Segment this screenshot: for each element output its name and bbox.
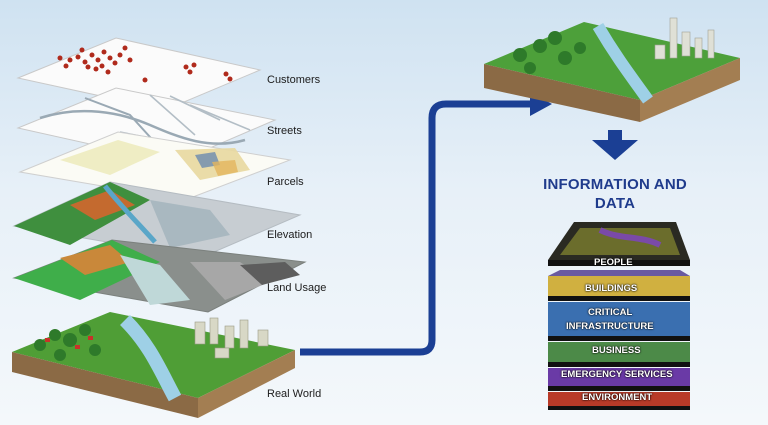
layer-label-land-usage: Land Usage <box>267 282 327 294</box>
elevation-layer <box>12 181 302 259</box>
stack-label-people: PEOPLE <box>594 257 633 268</box>
data-stack <box>548 222 690 410</box>
flow-arrow-icon <box>300 100 530 356</box>
stack-label-buildings: BUILDINGS <box>585 283 638 294</box>
customer-points <box>57 45 233 83</box>
stack-label-environment: ENVIRONMENT <box>582 392 653 403</box>
layer-label-customers: Customers <box>267 74 321 86</box>
stack-label-infrastructure: INFRASTRUCTURE <box>566 321 654 332</box>
layer-label-streets: Streets <box>267 125 302 137</box>
customers-layer <box>16 37 262 111</box>
down-arrow-icon <box>592 130 638 160</box>
stack-label-business: BUSINESS <box>592 345 641 356</box>
layer-label-parcels: Parcels <box>267 176 304 188</box>
layer-label-elevation: Elevation <box>267 229 313 241</box>
heading-line-1: INFORMATION AND <box>543 176 687 193</box>
top-block <box>484 17 740 122</box>
heading-line-2: DATA <box>594 195 636 212</box>
real-world-block <box>12 312 295 418</box>
stack-label-emergency-services: EMERGENCY SERVICES <box>561 369 673 380</box>
land-usage-layer <box>12 239 307 313</box>
layer-label-real-world: Real World <box>267 388 322 400</box>
stack-label-critical: CRITICAL <box>588 307 633 318</box>
